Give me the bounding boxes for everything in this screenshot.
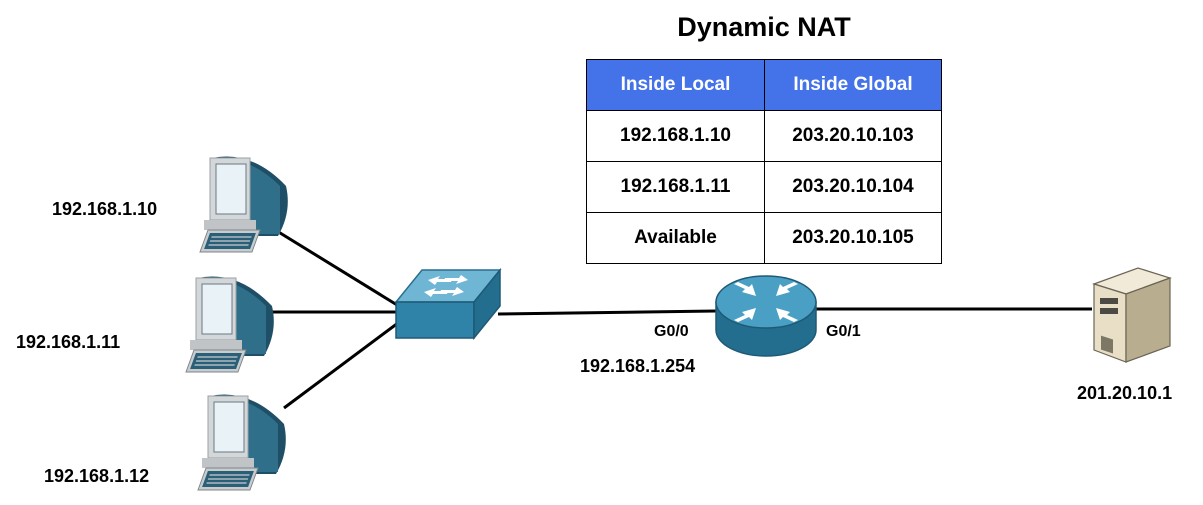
router-icon (715, 275, 817, 357)
server-icon (1092, 267, 1172, 363)
table-row: 192.168.1.10 203.20.10.103 (586, 110, 942, 162)
link-pc1-switch (271, 226, 403, 310)
cell-inside-local: 192.168.1.10 (586, 110, 765, 162)
router-inside-interface-label: G0/0 (654, 323, 689, 340)
cell-inside-global: 203.20.10.104 (764, 161, 942, 213)
computer-icon (199, 156, 288, 253)
computer-icon (197, 394, 286, 491)
table-row: 192.168.1.11 203.20.10.104 (586, 161, 942, 213)
diagram-title: Dynamic NAT (677, 12, 851, 42)
cell-inside-global: 203.20.10.103 (764, 110, 942, 162)
header-inside-global: Inside Global (764, 59, 942, 111)
nat-table: Inside Local Inside Global 192.168.1.10 … (586, 59, 942, 264)
switch-icon (394, 268, 502, 341)
header-inside-local: Inside Local (586, 59, 765, 111)
server-ip-label: 201.20.10.1 (1077, 383, 1173, 403)
link-switch-router (497, 309, 717, 316)
cell-inside-local: Available (586, 212, 765, 264)
cell-inside-global: 203.20.10.105 (764, 212, 942, 264)
cell-inside-local: 192.168.1.11 (586, 161, 765, 213)
router-ip-label: 192.168.1.254 (580, 356, 696, 376)
router-outside-interface-label: G0/1 (826, 323, 861, 340)
host-ip-label: 192.168.1.12 (44, 466, 150, 486)
host-ip-label: 192.168.1.11 (16, 332, 121, 352)
link-pc3-switch (283, 318, 403, 410)
nat-table-header: Inside Local Inside Global (586, 59, 942, 111)
table-row: Available 203.20.10.105 (586, 212, 942, 264)
computer-icon (185, 276, 274, 373)
host-ip-label: 192.168.1.10 (52, 199, 158, 219)
